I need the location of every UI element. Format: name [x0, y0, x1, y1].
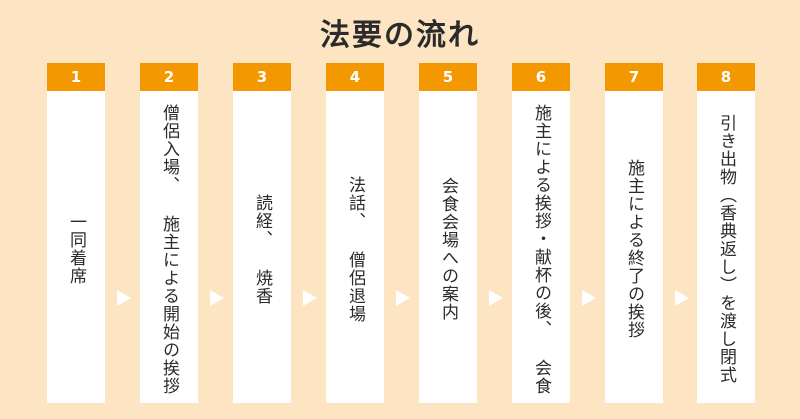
step-text: 僧侶入場、 施主による開始の挨拶	[159, 103, 179, 395]
step-number: 3	[233, 63, 291, 91]
step-text: 引き出物（香典返し）を渡し閉式	[716, 114, 736, 384]
diagram-title: 法要の流れ	[320, 18, 480, 53]
step-card-5: 5 会食会場への案内	[419, 63, 477, 403]
triangle-right-icon	[675, 290, 689, 306]
triangle-right-icon	[489, 290, 503, 306]
step-card-1: 1 一同着席	[47, 63, 105, 403]
triangle-right-icon	[210, 290, 224, 306]
step-card-3: 3 読経、 焼香	[233, 63, 291, 403]
triangle-right-icon	[396, 290, 410, 306]
step-text: 読経、 焼香	[252, 193, 272, 305]
step-number: 5	[419, 63, 477, 91]
step-card-6: 6 施主による挨拶・献杯の後、 会食	[512, 63, 570, 403]
step-number: 6	[512, 63, 570, 91]
triangle-right-icon	[303, 290, 317, 306]
step-card-8: 8 引き出物（香典返し）を渡し閉式	[697, 63, 755, 403]
triangle-right-icon	[117, 290, 131, 306]
step-number: 1	[47, 63, 105, 91]
step-card-7: 7 施主による終了の挨拶	[605, 63, 663, 403]
step-card-2: 2 僧侶入場、 施主による開始の挨拶	[140, 63, 198, 403]
step-number: 7	[605, 63, 663, 91]
step-number: 2	[140, 63, 198, 91]
step-text: 法話、 僧侶退場	[345, 175, 365, 323]
flow-steps: 1 一同着席 2 僧侶入場、 施主による開始の挨拶 3 読経、 焼香 4 法話、…	[47, 63, 755, 403]
step-text: 施主による挨拶・献杯の後、 会食	[531, 103, 551, 395]
step-text: 会食会場への案内	[438, 177, 458, 321]
step-text: 一同着席	[66, 213, 86, 285]
step-number: 4	[326, 63, 384, 91]
step-text: 施主による終了の挨拶	[624, 159, 644, 339]
step-number: 8	[697, 63, 755, 91]
triangle-right-icon	[582, 290, 596, 306]
step-card-4: 4 法話、 僧侶退場	[326, 63, 384, 403]
